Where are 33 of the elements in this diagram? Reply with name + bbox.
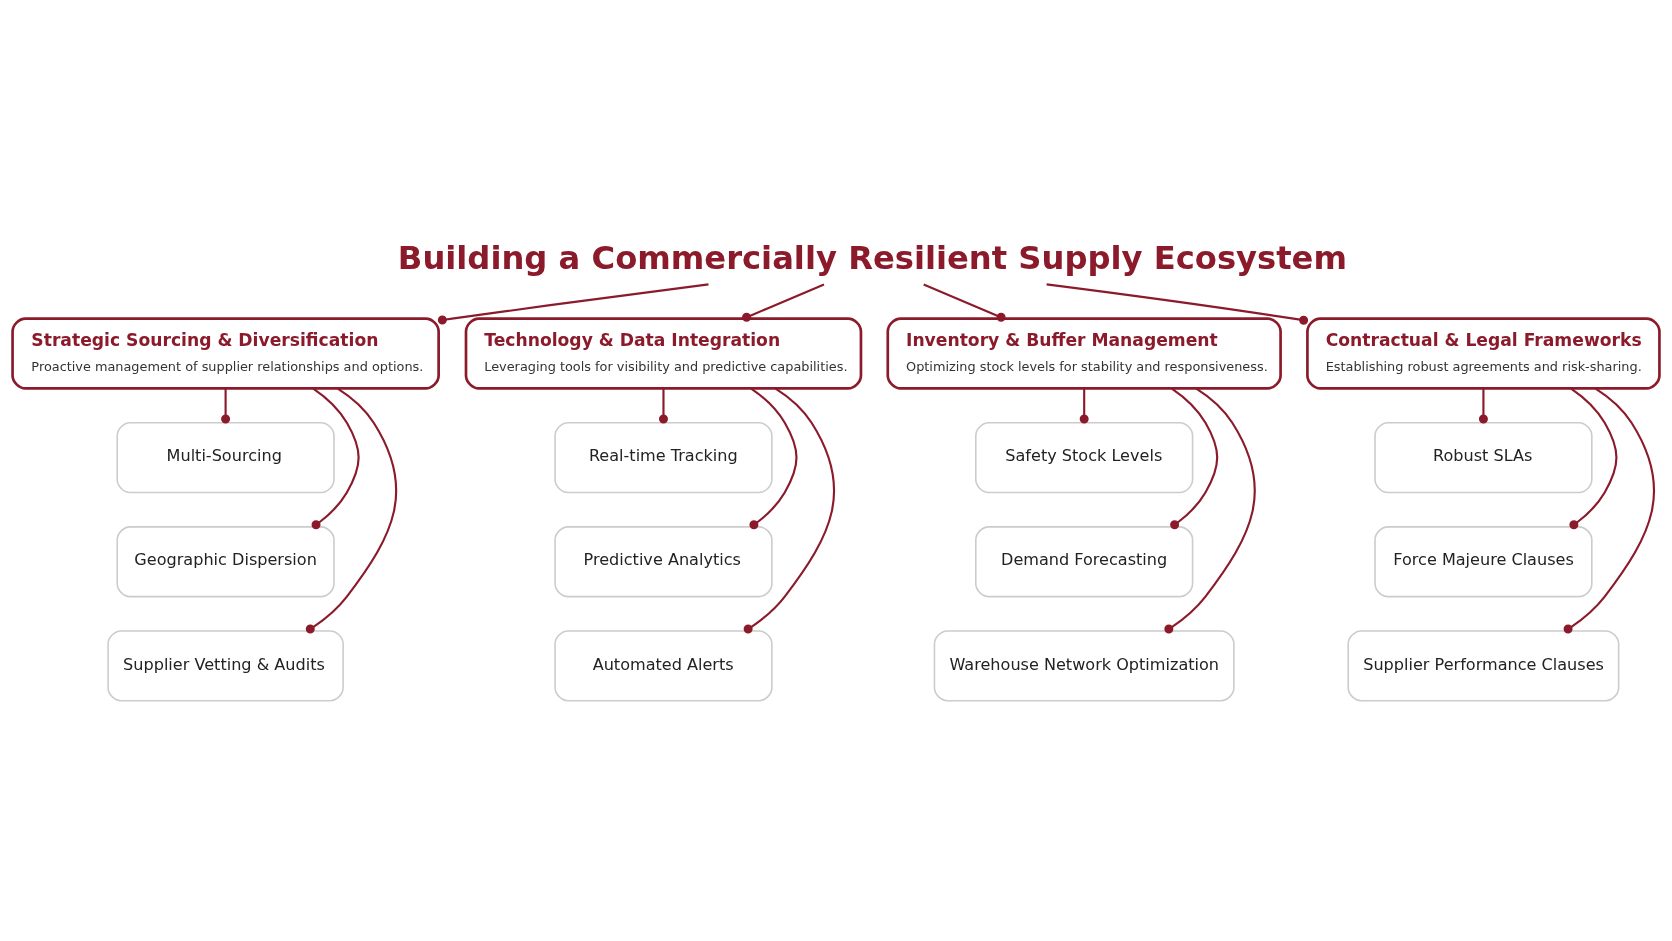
node-box: Robust SLAs: [1374, 421, 1593, 494]
node-box: Real-time Tracking: [554, 421, 773, 494]
connector: [742, 283, 825, 322]
node-box: Supplier Vetting & Audits: [107, 630, 344, 702]
connector: [923, 283, 1006, 322]
node-box: Technology & Data Integration Leveraging tools for visibility and predictive capabilities.: [464, 317, 863, 390]
connector: [311, 387, 360, 530]
node-box: Multi-Sourcing: [116, 421, 335, 494]
connector: [1046, 283, 1309, 325]
connector: [743, 387, 836, 634]
node-box: Geographic Dispersion: [116, 526, 335, 598]
connector: [1079, 388, 1089, 424]
node-box: Inventory & Buffer Management Optimizing stock levels for stability and responsiveness.: [886, 317, 1282, 390]
node-box: Automated Alerts: [554, 630, 773, 702]
node-box: Predictive Analytics: [554, 526, 773, 598]
connector: [1170, 387, 1219, 530]
node-box: Warehouse Network Optimization: [933, 630, 1235, 702]
connector: [221, 388, 231, 424]
node-box: Force Majeure Clauses: [1374, 526, 1593, 598]
node-box: Strategic Sourcing & Diversification Proactive management of supplier relationships and options.: [11, 317, 440, 390]
connector: [658, 388, 668, 424]
connector: [1478, 388, 1488, 424]
node-box: Supplier Performance Clauses: [1347, 630, 1620, 702]
node-box: Demand Forecasting: [975, 526, 1194, 598]
connector: [1164, 387, 1256, 634]
connector: [1563, 387, 1655, 634]
connector: [305, 387, 398, 634]
connector: [749, 387, 798, 530]
node-text: Building a Commercially Resilient Supply Ecosystem: [397, 239, 1347, 278]
connector: [437, 283, 709, 325]
node-box: Safety Stock Levels: [975, 421, 1194, 494]
node-box: Contractual & Legal Frameworks Establishing robust agreements and risk-sharing.: [1306, 317, 1661, 390]
connector: [1569, 387, 1618, 530]
